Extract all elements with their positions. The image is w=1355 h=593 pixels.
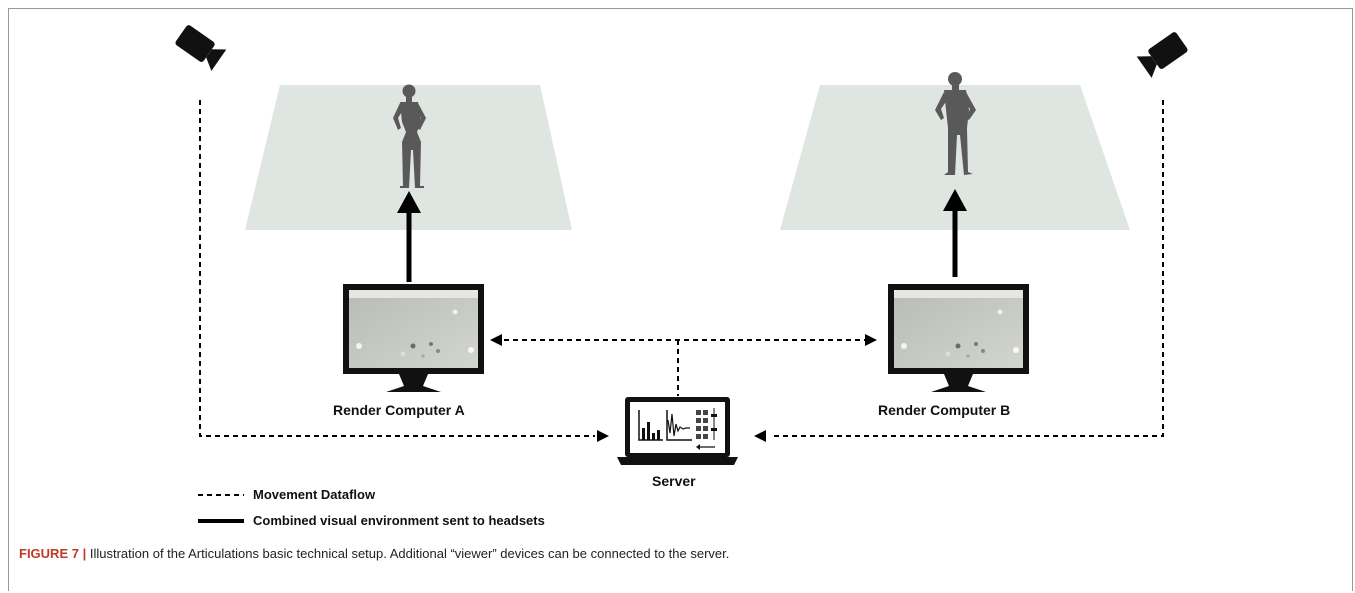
monitor-icon bbox=[343, 284, 484, 392]
legend-solid-label: Combined visual environment sent to head… bbox=[253, 513, 545, 528]
dataflow-camera-a-to-server bbox=[199, 100, 595, 437]
person-female-icon bbox=[393, 84, 426, 188]
monitor-icon bbox=[888, 284, 1029, 392]
laptop-icon bbox=[617, 397, 738, 465]
camera-icon bbox=[1136, 32, 1188, 78]
headset-arrow-right bbox=[943, 189, 967, 277]
headset-arrow-left bbox=[397, 191, 421, 282]
person-male-icon bbox=[935, 72, 976, 175]
server-label: Server bbox=[652, 473, 696, 489]
figure-frame bbox=[8, 8, 1353, 591]
render-computer-a-label: Render Computer A bbox=[333, 402, 465, 418]
arrowhead bbox=[597, 430, 609, 442]
caption-separator: | bbox=[82, 546, 87, 561]
arrowhead bbox=[490, 334, 502, 346]
caption-text: Illustration of the Articulations basic … bbox=[89, 546, 730, 561]
figure-caption: FIGURE 7 | Illustration of the Articulat… bbox=[19, 546, 729, 561]
dataflow-camera-b-to-server bbox=[770, 100, 1164, 437]
legend-dashed-label: Movement Dataflow bbox=[253, 487, 376, 502]
camera-icon bbox=[175, 25, 227, 71]
arrowhead bbox=[754, 430, 766, 442]
render-computer-b-label: Render Computer B bbox=[878, 402, 1011, 418]
figure-number: FIGURE 7 bbox=[19, 546, 79, 561]
arrowhead bbox=[865, 334, 877, 346]
